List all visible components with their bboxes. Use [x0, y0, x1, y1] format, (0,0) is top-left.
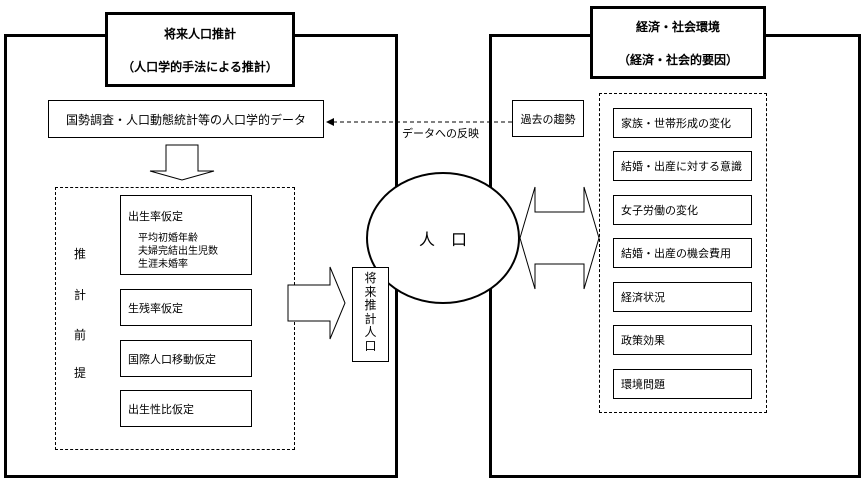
future-population-box: 将 来 推 計 人 口 — [352, 267, 389, 362]
factor-label: 家族・世帯形成の変化 — [621, 117, 731, 130]
factor-item: 政策効果 — [613, 325, 752, 355]
premise-label-char: 前 — [74, 328, 87, 342]
left-title-line1: 将来人口推計 — [163, 26, 236, 41]
factor-item: 女子労働の変化 — [613, 195, 752, 225]
right-title-line1: 経済・社会環境 — [635, 19, 720, 34]
data-reflection-label: データへの反映 — [402, 127, 479, 140]
factor-label: 結婚・出産の機会費用 — [621, 247, 731, 260]
factors-container — [599, 93, 767, 413]
assumption-label: 出生率仮定 — [128, 210, 183, 223]
assumption-survival: 生残率仮定 — [120, 289, 252, 326]
assumption-sex-ratio: 出生性比仮定 — [120, 390, 252, 427]
factor-label: 政策効果 — [621, 334, 665, 347]
past-trend-label: 過去の趨勢 — [520, 112, 576, 126]
assumption-fertility: 出生率仮定 平均初婚年齢 夫婦完結出生児数 生涯未婚率 — [120, 195, 252, 275]
population-label: 人 口 — [418, 230, 467, 249]
premise-label-char: 提 — [74, 366, 87, 380]
factor-label: 環境問題 — [621, 378, 665, 391]
factor-label: 女子労働の変化 — [621, 204, 698, 217]
premise-label-char: 推 — [74, 247, 87, 261]
left-panel-title: 将来人口推計 （人口学的手法による推計） — [105, 12, 295, 87]
assumption-migration: 国際人口移動仮定 — [120, 340, 252, 377]
right-arrow — [287, 266, 346, 340]
sub-item: 夫婦完結出生児数 — [138, 246, 218, 257]
sub-item: 生涯未婚率 — [138, 259, 188, 270]
population-ellipse — [366, 172, 520, 304]
left-title-line2: （人口学的手法による推計） — [122, 59, 278, 74]
assumption-label: 国際人口移動仮定 — [128, 352, 216, 366]
data-source-box: 国勢調査・人口動態統計等の人口学的データ — [48, 100, 324, 138]
data-source-label: 国勢調査・人口動態統計等の人口学的データ — [65, 112, 306, 127]
factor-item: 家族・世帯形成の変化 — [613, 108, 752, 138]
output-char: 口 — [364, 338, 377, 353]
output-char: 将 — [364, 271, 377, 285]
arrowhead-icon — [326, 118, 334, 126]
factor-item: 経済状況 — [613, 282, 752, 312]
assumption-label: 出生性比仮定 — [128, 402, 194, 416]
output-char: 推 — [364, 298, 377, 312]
double-arrow — [519, 186, 600, 290]
sub-item: 平均初婚年齢 — [138, 233, 198, 244]
premise-label-char: 計 — [74, 288, 87, 302]
factor-item: 結婚・出産の機会費用 — [613, 238, 752, 268]
right-title-line2: （経済・社会的要因） — [617, 52, 738, 67]
past-trend-box: 過去の趨勢 — [512, 100, 584, 137]
right-panel-title: 経済・社会環境 （経済・社会的要因） — [590, 6, 766, 79]
output-char: 計 — [364, 311, 377, 326]
output-char: 人 — [364, 325, 377, 339]
assumption-label: 生残率仮定 — [128, 301, 183, 315]
factor-label: 結婚・出産に対する意識 — [621, 160, 742, 173]
factor-item: 環境問題 — [613, 369, 752, 399]
down-arrow — [149, 144, 215, 181]
factor-label: 経済状況 — [621, 291, 665, 304]
factor-item: 結婚・出産に対する意識 — [613, 151, 752, 181]
output-char: 来 — [364, 284, 377, 299]
